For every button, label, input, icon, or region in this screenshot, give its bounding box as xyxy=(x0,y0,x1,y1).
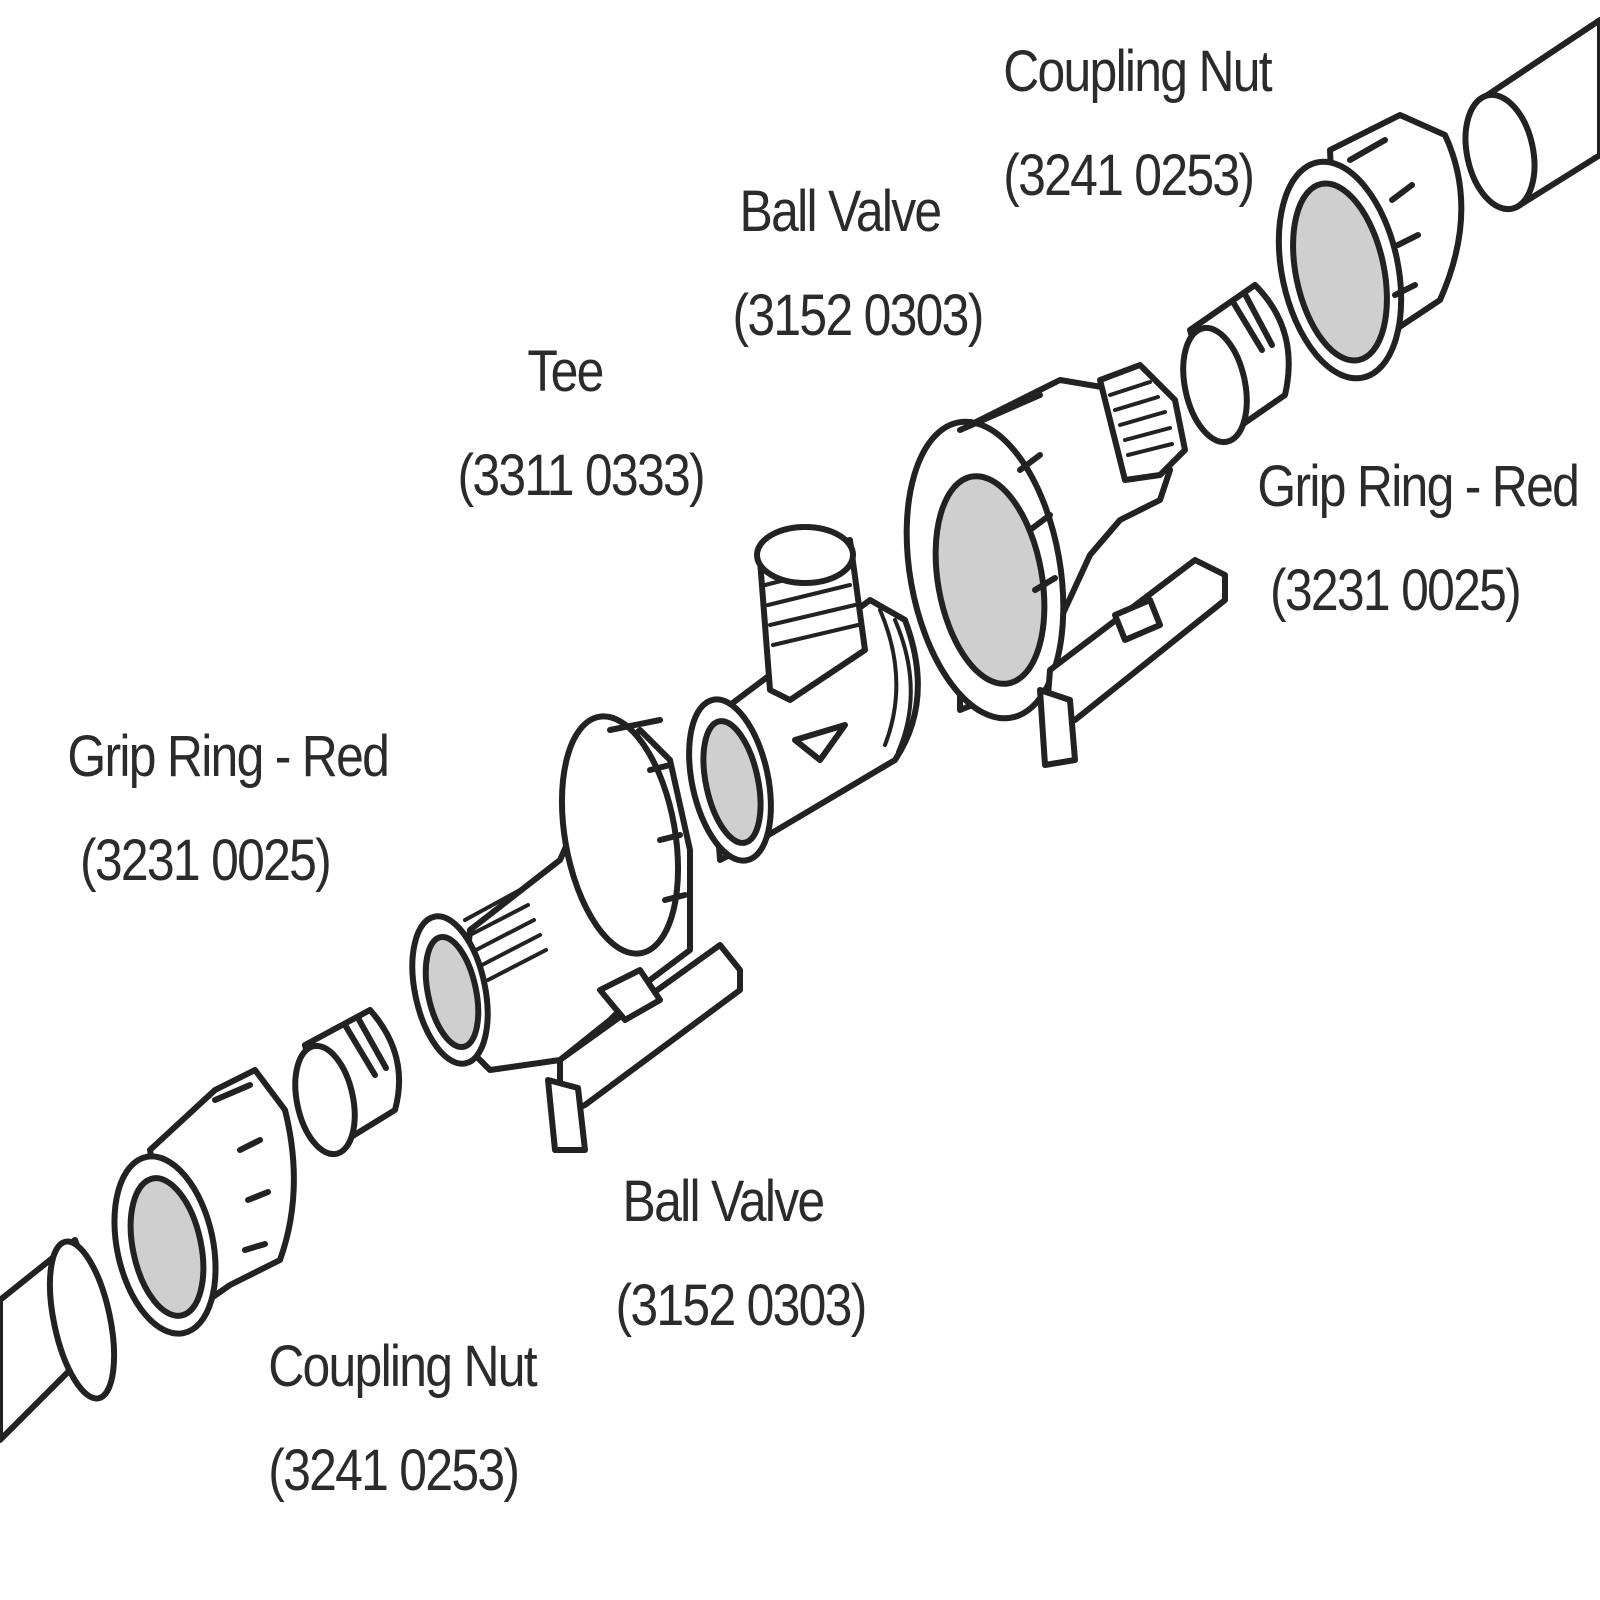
label-tee-code: (3311 0333) xyxy=(457,443,706,509)
label-grip-ring-left-code: (3231 0025) xyxy=(79,828,332,894)
grip-ring-right xyxy=(1180,282,1292,446)
label-coupling-nut-bottom-code: (3241 0253) xyxy=(268,1438,520,1504)
label-grip-ring-left: Grip Ring - Red (3231 0025) xyxy=(67,705,389,914)
label-ball-valve-bottom: Ball Valve (3152 0303) xyxy=(615,1150,868,1359)
ball-valve-right xyxy=(903,362,1228,768)
label-coupling-nut-bottom: Coupling Nut (3241 0253) xyxy=(268,1315,537,1524)
label-tee-name: Tee xyxy=(527,339,604,404)
label-grip-ring-left-name: Grip Ring - Red xyxy=(67,724,389,789)
label-coupling-nut-top: Coupling Nut (3241 0253) xyxy=(1003,20,1272,229)
coupling-nut-left xyxy=(111,1067,297,1337)
label-grip-ring-right-name: Grip Ring - Red xyxy=(1257,454,1579,519)
label-ball-valve-top-name: Ball Valve xyxy=(739,179,943,244)
grip-ring-left xyxy=(292,1007,403,1158)
label-grip-ring-right: Grip Ring - Red (3231 0025) xyxy=(1257,435,1579,644)
label-grip-ring-right-code: (3231 0025) xyxy=(1269,558,1522,624)
label-coupling-nut-top-name: Coupling Nut xyxy=(1003,39,1272,104)
label-ball-valve-top: Ball Valve (3152 0303) xyxy=(732,160,985,369)
label-ball-valve-bottom-name: Ball Valve xyxy=(622,1169,826,1234)
label-coupling-nut-top-code: (3241 0253) xyxy=(1003,143,1255,209)
pipe-right xyxy=(1462,17,1600,213)
label-coupling-nut-bottom-name: Coupling Nut xyxy=(268,1334,537,1399)
pipe-left xyxy=(0,1237,118,1443)
tee-fitting xyxy=(686,524,921,864)
label-tee: Tee (3311 0333) xyxy=(457,320,706,529)
label-ball-valve-top-code: (3152 0303) xyxy=(732,283,985,349)
ball-valve-left xyxy=(409,713,743,1153)
label-ball-valve-bottom-code: (3152 0303) xyxy=(615,1273,868,1339)
coupling-nut-right xyxy=(1275,112,1465,382)
